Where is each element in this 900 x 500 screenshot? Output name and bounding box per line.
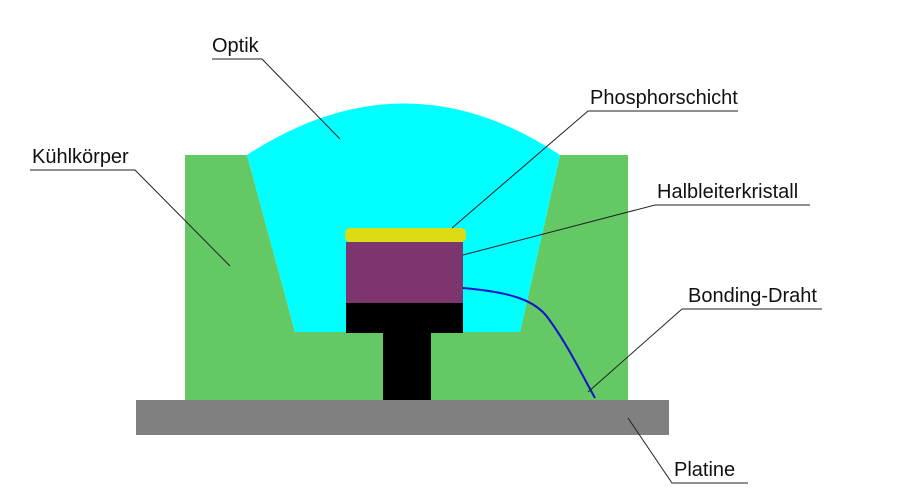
chip-base — [346, 303, 463, 333]
leader-bonding-draht — [587, 308, 822, 393]
label-halbleiterkristall: Halbleiterkristall — [657, 181, 798, 203]
label-kuehlkoerper: Kühlkörper — [32, 146, 129, 168]
label-phosphorschicht: Phosphorschicht — [590, 87, 738, 109]
leader-phosphorschicht — [451, 110, 738, 229]
phosphor-layer — [345, 228, 466, 242]
leader-kuehlkoerper — [30, 169, 231, 267]
leader-optik — [212, 58, 341, 140]
leader-halbleiterkristall — [462, 204, 810, 256]
bonding-wire — [462, 287, 596, 399]
label-bonding-draht: Bonding-Draht — [688, 285, 817, 307]
label-platine: Platine — [674, 459, 735, 481]
circuit-board — [136, 400, 669, 435]
optics-lens — [247, 103, 560, 332]
chip-stem — [383, 332, 431, 401]
semiconductor-crystal — [346, 242, 463, 303]
heat-sink-body — [185, 155, 628, 400]
label-optik: Optik — [212, 35, 260, 57]
leader-platine — [627, 417, 748, 484]
